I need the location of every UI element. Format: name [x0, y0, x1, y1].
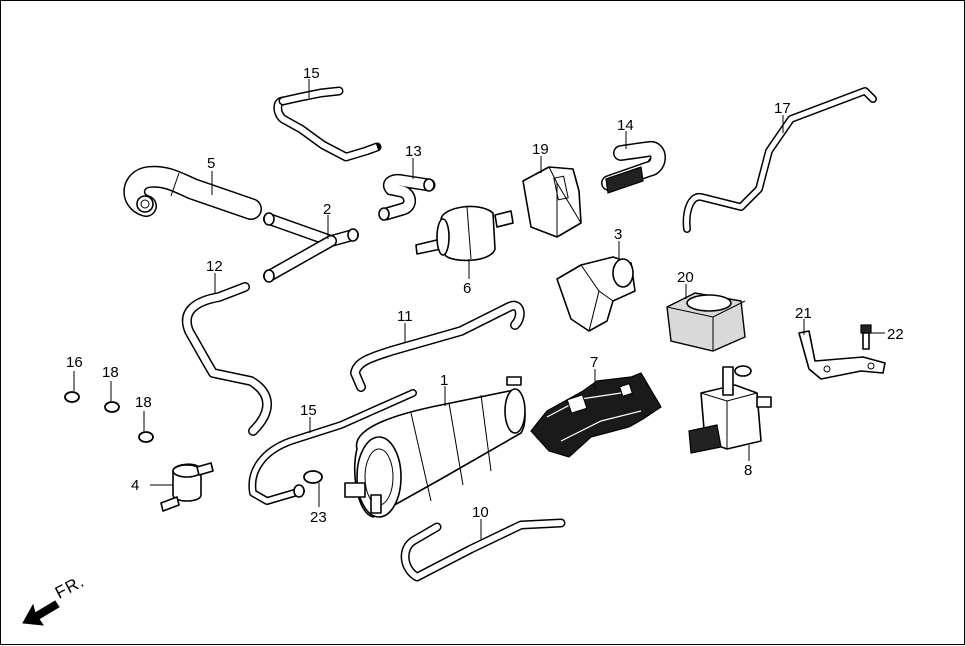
- part-15-hose: [248, 389, 417, 505]
- callout-18b: 18: [135, 394, 152, 411]
- front-direction-arrow: FR.: [22, 571, 88, 626]
- part-7-bracket: [530, 369, 662, 458]
- part-11-hose: [350, 300, 525, 392]
- callout-3: 3: [614, 226, 622, 243]
- callout-17: 17: [774, 100, 791, 117]
- part-16-clamp: [64, 371, 80, 403]
- part-13-hose: [378, 158, 436, 221]
- part-19-bracket: [522, 156, 582, 238]
- callout-22: 22: [887, 326, 904, 343]
- part-21-bracket: [798, 319, 886, 380]
- part-4-fitting: [150, 462, 214, 512]
- part-17-hose: [682, 87, 877, 233]
- callout-6: 6: [463, 280, 471, 297]
- callout-labels: 15 5 2 13 6 19 14 17 12 3 20 21 22 11 7 …: [66, 65, 904, 526]
- callout-14: 14: [617, 117, 634, 134]
- part-20-mount: [666, 284, 746, 352]
- callout-4: 4: [131, 477, 139, 494]
- part-9-hose: [273, 79, 382, 162]
- callout-9: 15: [303, 65, 320, 82]
- part-12-hose: [182, 273, 272, 436]
- callout-8: 8: [744, 462, 752, 479]
- part-2-hose: [263, 212, 359, 283]
- callout-11: 11: [397, 308, 413, 325]
- callout-18a: 18: [102, 364, 119, 381]
- part-22-bolt: [860, 324, 885, 350]
- callout-23: 23: [310, 509, 327, 526]
- callout-5: 5: [207, 155, 215, 172]
- callout-16: 16: [66, 354, 83, 371]
- part-23-clamp: [303, 470, 323, 507]
- callout-20: 20: [677, 269, 694, 286]
- callout-13: 13: [405, 143, 422, 160]
- part-5-hose: [123, 165, 262, 220]
- part-6-filter: [415, 205, 514, 279]
- part-3-cover: [556, 241, 636, 332]
- part-10-hose: [400, 518, 566, 582]
- callout-2: 2: [323, 201, 331, 218]
- part-1-canister: [344, 376, 526, 518]
- callout-10: 10: [472, 504, 489, 521]
- part-8-valve: [688, 365, 772, 461]
- callout-1: 1: [440, 372, 448, 389]
- callout-21: 21: [795, 305, 812, 322]
- front-label: FR.: [52, 571, 88, 602]
- callout-12: 12: [206, 258, 223, 275]
- callout-15: 15: [300, 402, 317, 419]
- part-18-clamp-b: [138, 411, 154, 443]
- callout-7: 7: [590, 354, 598, 371]
- callout-19: 19: [532, 141, 549, 158]
- part-14-hose: [601, 131, 666, 194]
- part-18-clamp-a: [104, 381, 120, 413]
